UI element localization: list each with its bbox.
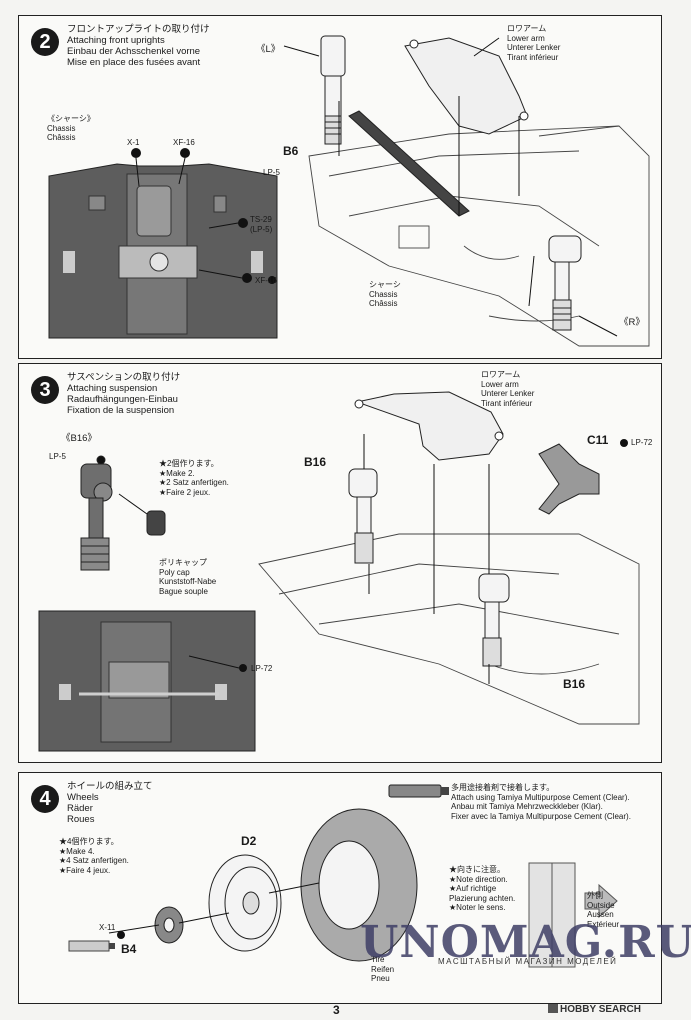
step-title-jp: サスペンションの取り付け xyxy=(67,372,181,383)
lower-arm-part xyxy=(404,37,529,135)
step-title-de: Räder xyxy=(67,803,93,814)
step-number: 3 xyxy=(31,376,59,404)
b16-detail-diagram xyxy=(80,455,166,571)
tire-part xyxy=(300,808,418,962)
step-title-en: Wheels xyxy=(67,792,99,803)
part-c11-label: C11 xyxy=(587,433,609,447)
watermark: UNOMAG.RU xyxy=(360,917,691,968)
step-3-illustration xyxy=(38,391,640,752)
make-4-note: ★4個作ります。 ★Make 4. ★4 Satz anfertigen. ★F… xyxy=(59,837,129,875)
step-title-en: Attaching suspension xyxy=(67,383,158,394)
make-2-note: ★2個作ります。 ★Make 2. ★2 Satz anfertigen. ★F… xyxy=(159,459,229,497)
note-direction-label: ★向きに注意。 ★Note direction. ★Auf richtige P… xyxy=(449,865,516,912)
cement-note: 多用途接着剤で接着します。 Attach using Tamiya Multip… xyxy=(451,783,631,821)
paint-xf16-side-label: XF-16 xyxy=(255,276,277,285)
b16-left-part xyxy=(348,468,378,564)
exhaust-c11-part xyxy=(538,443,600,515)
part-lp5-label: LP-5 xyxy=(263,168,280,177)
tread-direction-diagram xyxy=(528,862,618,968)
step-3-panel: 3 サスペンションの取り付け Attaching suspension Rada… xyxy=(18,363,662,763)
assembly-arrows xyxy=(363,434,490,684)
part-lp72-label: LP-72 xyxy=(631,438,653,447)
paint-tube-icon xyxy=(68,940,115,952)
paint-ts29-label: TS-29 (LP-5) xyxy=(250,215,273,234)
step-4-panel: 4 ホイールの組み立て Wheels Räder Roues ★4個作ります。 … xyxy=(18,772,662,1004)
step-title-de: Einbau der Achsschenkel vorne xyxy=(67,46,201,57)
chassis-inset-label: 《シャーシ》 Chassis Châssis xyxy=(47,114,95,142)
outside-label: 外側 Outside Aussen Extérieur xyxy=(587,891,620,929)
front-chassis-diagram xyxy=(308,125,650,347)
steering-rod xyxy=(348,110,470,217)
lower-arm-label: ロワアーム Lower arm Unterer Lenker Tirant in… xyxy=(481,370,535,408)
poly-cap-label: ポリキャップ Poly cap Kunststoff-Nabe Bague so… xyxy=(159,558,217,596)
upright-left-part xyxy=(320,35,346,145)
step-title: フロントアップライトの取り付け Attaching front uprights… xyxy=(67,24,210,68)
b16-right-part xyxy=(478,573,510,667)
paint-x1-label: X-1 xyxy=(127,138,140,147)
page-number: 3 xyxy=(333,1003,340,1017)
chassis-label: シャーシ Chassis Châssis xyxy=(369,280,401,308)
side-left-label: 《L》 xyxy=(256,44,281,55)
tire-label: Tire Reifen Pneu xyxy=(371,955,395,983)
rear-lower-arm-part xyxy=(354,391,504,461)
part-lp5-label: LP-5 xyxy=(49,452,66,461)
wheel-d2-part xyxy=(208,854,282,952)
step-title-en: Attaching front uprights xyxy=(67,35,165,46)
hobby-search-logo: HOBBY SEARCH xyxy=(548,1004,641,1015)
step-number: 2 xyxy=(31,28,59,56)
step-title: ホイールの組み立て Wheels Räder Roues xyxy=(67,781,153,825)
step-title: サスペンションの取り付け Attaching suspension Radauf… xyxy=(67,372,180,416)
part-b16-right-label: B16 xyxy=(563,677,586,691)
paint-x11-label: X-11 xyxy=(99,923,116,932)
assembly-arrows xyxy=(108,882,320,934)
step-title-fr: Roues xyxy=(67,814,95,825)
step-title-fr: Mise en place des fusées avant xyxy=(67,57,201,68)
rear-chassis-inset-diagram xyxy=(38,610,256,752)
step-number: 4 xyxy=(31,785,59,813)
assembly-arrows xyxy=(283,37,618,337)
chassis-inset-diagram xyxy=(48,148,278,339)
cement-tube-icon xyxy=(388,784,449,798)
inset-lp72-label: LP-72 xyxy=(251,664,273,673)
step-2-panel: 2 フロントアップライトの取り付け Attaching front uprigh… xyxy=(18,15,662,359)
logo-icon xyxy=(548,1004,558,1013)
b16-detail-label: 《B16》 xyxy=(61,433,97,444)
side-right-label: 《R》 xyxy=(619,317,645,328)
paint-xf16-top-label: XF-16 xyxy=(173,138,195,147)
step-title-de: Radaufhängungen-Einbau xyxy=(67,394,178,405)
step-2-illustration xyxy=(48,35,650,347)
upright-right-part xyxy=(548,235,582,331)
watermark-subtitle: МАСШТАБНЫЙ МАГАЗИН МОДЕЛЕЙ xyxy=(438,957,618,966)
step-4-illustration xyxy=(68,784,618,968)
step-title-jp: ホイールの組み立て xyxy=(67,781,153,792)
part-b6-label: B6 xyxy=(283,144,299,158)
step-title-jp: フロントアップライトの取り付け xyxy=(67,24,210,35)
lower-arm-label: ロワアーム Lower arm Unterer Lenker Tirant in… xyxy=(507,24,561,62)
step-title-fr: Fixation de la suspension xyxy=(67,405,175,416)
part-b16-left-label: B16 xyxy=(304,455,327,469)
part-b4-label: B4 xyxy=(121,942,137,956)
rear-chassis-diagram xyxy=(258,533,640,725)
part-d2-label: D2 xyxy=(241,834,257,848)
